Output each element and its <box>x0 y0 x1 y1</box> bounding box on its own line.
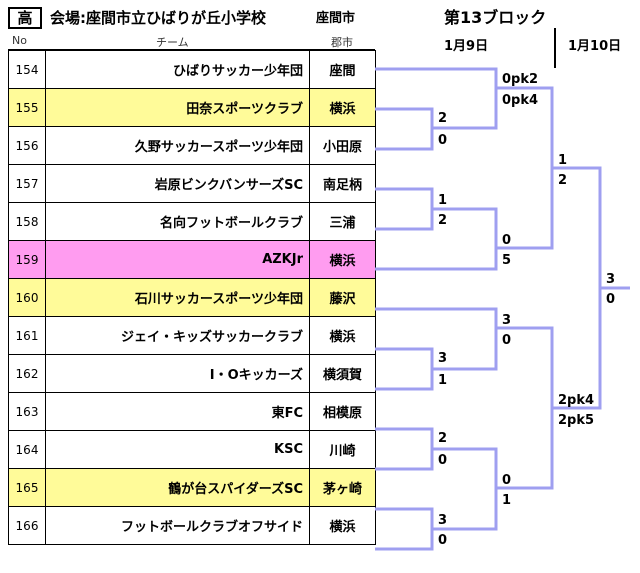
team-no: 156 <box>8 126 46 165</box>
score: 0 <box>438 533 448 548</box>
score: 3 <box>502 313 512 328</box>
col-no: No <box>12 34 27 47</box>
team-city: 横浜 <box>309 506 376 545</box>
team-no: 162 <box>8 354 46 393</box>
team-no: 166 <box>8 506 46 545</box>
team-name: 岩原ビンクバンサーズSC <box>45 164 310 203</box>
score: 0 <box>606 292 616 307</box>
team-no: 158 <box>8 202 46 241</box>
team-city: 座間 <box>309 50 376 89</box>
team-city: 川崎 <box>309 430 376 469</box>
team-city: 南足柄 <box>309 164 376 203</box>
score: 2 <box>438 111 448 126</box>
team-city: 横浜 <box>309 88 376 127</box>
team-name: I・Oキッカーズ <box>45 354 310 393</box>
venue-label: 会場:座間市立ひばりが丘小学校 <box>50 9 267 27</box>
team-city: 相模原 <box>309 392 376 431</box>
score: 3 <box>606 272 616 287</box>
score: 2 <box>438 431 448 446</box>
score: 0 <box>502 473 512 488</box>
team-no: 163 <box>8 392 46 431</box>
team-city: 藤沢 <box>309 278 376 317</box>
score: 0 <box>502 233 512 248</box>
team-name: フットボールクラブオフサイド <box>45 506 310 545</box>
col-team: チーム <box>156 36 189 49</box>
team-name: 名向フットボールクラブ <box>45 202 310 241</box>
team-city: 横須賀 <box>309 354 376 393</box>
team-name: KSC <box>45 430 310 469</box>
score: 0 <box>438 453 448 468</box>
team-name: 石川サッカースポーツ少年団 <box>45 278 310 317</box>
score: 2 <box>558 173 568 188</box>
team-name: ジェイ・キッズサッカークラブ <box>45 316 310 355</box>
score: 2pk5 <box>558 413 595 428</box>
score: 2 <box>438 213 448 228</box>
team-city: 横浜 <box>309 316 376 355</box>
bracket-line <box>375 307 498 371</box>
date-round2: 1月10日 <box>568 39 622 54</box>
team-city: 小田原 <box>309 126 376 165</box>
block-title: 第13ブロック <box>444 8 547 27</box>
score: 3 <box>438 513 448 528</box>
col-city: 郡市 <box>331 36 353 49</box>
team-name: 田奈スポーツクラブ <box>45 88 310 127</box>
score: 2pk4 <box>558 393 595 408</box>
score: 0pk4 <box>502 93 539 108</box>
team-no: 157 <box>8 164 46 203</box>
bracket-line <box>375 67 498 130</box>
team-name: ひばりサッカー少年団 <box>45 50 310 89</box>
score: 0 <box>438 133 448 148</box>
team-no: 160 <box>8 278 46 317</box>
score: 1 <box>438 193 448 208</box>
score: 1 <box>558 153 568 168</box>
date-round1: 1月9日 <box>444 39 489 54</box>
score: 5 <box>502 253 512 268</box>
score: 1 <box>438 373 448 388</box>
bracket-line <box>375 207 498 271</box>
score: 3 <box>438 351 448 366</box>
team-name: 鶴が台スパイダーズSC <box>45 468 310 507</box>
score: 0 <box>502 333 512 348</box>
team-name: 久野サッカースポーツ少年団 <box>45 126 310 165</box>
team-name: 東FC <box>45 392 310 431</box>
venue-city: 座間市 <box>316 11 356 26</box>
team-name: AZKJr <box>45 240 310 279</box>
score: 1 <box>502 493 512 508</box>
score: 0pk2 <box>502 72 539 87</box>
team-city: 茅ヶ崎 <box>309 468 376 507</box>
date-divider <box>554 28 556 68</box>
level-badge: 高 <box>8 7 42 29</box>
